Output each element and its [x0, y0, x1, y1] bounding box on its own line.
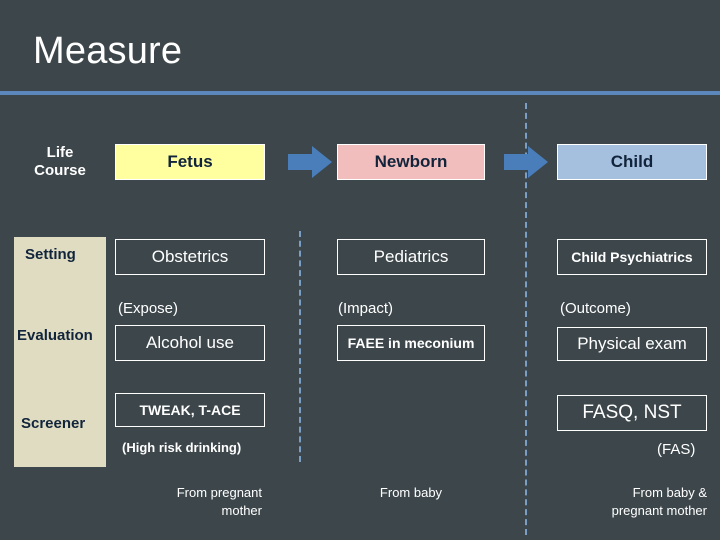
setting-box-fetus[interactable]: Obstetrics — [115, 239, 265, 275]
evaluation-box-fetus-label: Alcohol use — [146, 333, 234, 352]
source-note-child-line2: pregnant mother — [611, 503, 707, 518]
source-note-newborn: From baby — [337, 484, 485, 502]
source-note-child: From baby & pregnant mother — [549, 484, 707, 520]
stage-chip-child-label: Child — [610, 152, 654, 171]
evaluation-caption-newborn: (Impact) — [338, 300, 394, 317]
arrow-right-icon — [504, 145, 548, 179]
screener-box-child[interactable]: FASQ, NST — [557, 395, 707, 431]
row-label-evaluation: Evaluation — [17, 327, 93, 344]
screener-box-fetus[interactable]: TWEAK, T-ACE — [115, 393, 265, 427]
evaluation-box-newborn-label: FAEE in meconium — [347, 335, 475, 351]
source-note-fetus-line2: mother — [221, 503, 262, 518]
stage-chip-fetus-label: Fetus — [167, 152, 213, 171]
row-label-life-course-line2: Course — [34, 162, 86, 179]
stage-chip-child[interactable]: Child — [557, 144, 707, 180]
evaluation-box-child[interactable]: Physical exam — [557, 327, 707, 361]
source-note-child-line1: From baby & — [632, 485, 707, 500]
title-divider — [0, 91, 720, 95]
stage-chip-newborn[interactable]: Newborn — [337, 144, 485, 180]
row-label-screener: Screener — [21, 415, 86, 432]
screener-box-fetus-label: TWEAK, T-ACE — [139, 402, 241, 418]
setting-box-newborn[interactable]: Pediatrics — [337, 239, 485, 275]
evaluation-caption-child: (Outcome) — [560, 300, 631, 317]
source-note-fetus: From pregnant mother — [105, 484, 262, 520]
row-label-band — [14, 237, 106, 467]
evaluation-caption-fetus: (Expose) — [118, 300, 179, 317]
source-note-fetus-line1: From pregnant — [176, 485, 262, 500]
screener-caption-child: (FAS) — [657, 441, 696, 458]
column-separator-2 — [525, 103, 527, 535]
stage-chip-newborn-label: Newborn — [374, 152, 448, 171]
row-label-setting: Setting — [25, 246, 76, 263]
screener-box-child-label: FASQ, NST — [582, 402, 682, 423]
evaluation-box-fetus[interactable]: Alcohol use — [115, 325, 265, 361]
row-label-life-course-line1: Life — [46, 144, 74, 161]
setting-box-child[interactable]: Child Psychiatrics — [557, 239, 707, 275]
setting-box-newborn-label: Pediatrics — [373, 247, 449, 266]
column-separator-1 — [299, 231, 301, 462]
evaluation-box-newborn[interactable]: FAEE in meconium — [337, 325, 485, 361]
row-label-life-course: Life Course — [14, 144, 106, 180]
arrow-right-icon — [288, 145, 332, 179]
stage-chip-fetus[interactable]: Fetus — [115, 144, 265, 180]
source-note-newborn-line1: From baby — [379, 485, 443, 500]
setting-box-fetus-label: Obstetrics — [151, 247, 229, 266]
screener-caption-fetus: (High risk drinking) — [122, 440, 242, 455]
evaluation-box-child-label: Physical exam — [577, 334, 687, 353]
page-title: Measure — [33, 30, 183, 72]
setting-box-child-label: Child Psychiatrics — [571, 249, 693, 265]
